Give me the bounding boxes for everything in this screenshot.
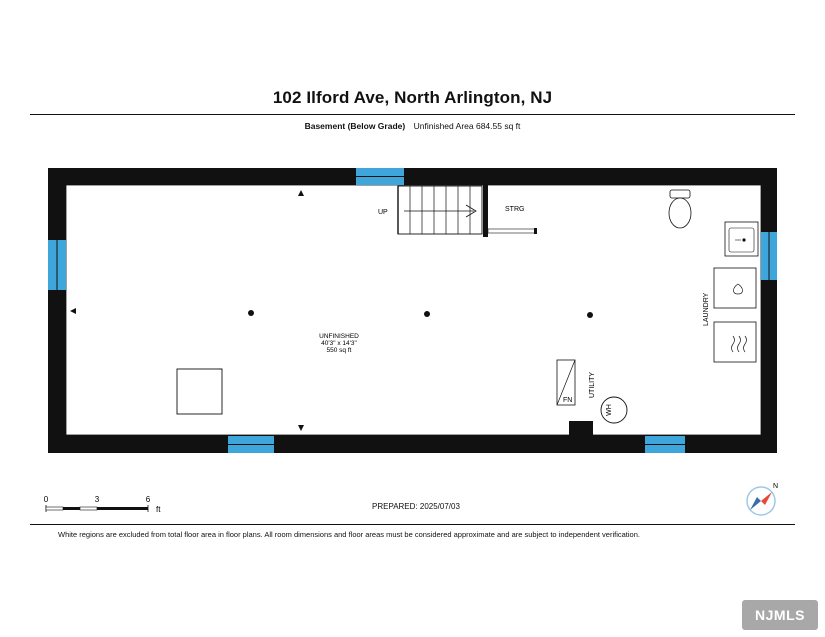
mls-logo: NJMLS bbox=[742, 600, 818, 630]
furnace-label: FN bbox=[563, 397, 572, 404]
scale-tick-0: 0 bbox=[44, 495, 49, 504]
sink-icon bbox=[724, 221, 759, 257]
compass-icon: N bbox=[746, 483, 778, 516]
room-dimensions: 40'3" x 14'3" bbox=[321, 340, 357, 347]
washer-icon bbox=[713, 267, 757, 309]
utility-label: UTILITY bbox=[589, 372, 596, 398]
stairs-label: UP bbox=[378, 209, 388, 216]
windows bbox=[48, 168, 777, 453]
plan-subtitle: Basement (Below Grade) Unfinished Area 6… bbox=[0, 121, 825, 131]
plan-title: 102 Ilford Ave, North Arlington, NJ bbox=[272, 88, 553, 107]
scale-unit: ft bbox=[156, 505, 161, 514]
disclaimer-text: White regions are excluded from total fl… bbox=[58, 530, 640, 539]
compass-north-label: N bbox=[773, 483, 778, 490]
scale-tick-3: 3 bbox=[95, 495, 100, 504]
room-area: 550 sq ft bbox=[327, 347, 352, 354]
staircase bbox=[397, 185, 488, 237]
water-heater-label: WH bbox=[606, 404, 613, 416]
support-columns bbox=[248, 310, 593, 318]
toilet-icon bbox=[668, 189, 692, 229]
footer-divider bbox=[30, 524, 795, 525]
laundry-label: LAUNDRY bbox=[703, 292, 710, 326]
chimney-stack bbox=[569, 421, 593, 436]
area-text: Unfinished Area 684.55 sq ft bbox=[413, 121, 521, 131]
storage-partition bbox=[487, 228, 537, 234]
logo-text: NJMLS bbox=[755, 607, 805, 623]
dryer-icon bbox=[713, 321, 757, 363]
title-divider bbox=[30, 114, 795, 115]
level-name: Basement (Below Grade) bbox=[304, 121, 406, 131]
scale-tick-6: 6 bbox=[146, 495, 151, 504]
scale-bar: 0 3 6 ft bbox=[44, 495, 161, 514]
floor-box bbox=[176, 368, 223, 415]
furnace-icon bbox=[556, 359, 576, 406]
dimension-markers bbox=[70, 190, 304, 431]
room-name: UNFINISHED bbox=[319, 333, 359, 340]
storage-label: STRG bbox=[505, 206, 524, 213]
water-heater-icon bbox=[600, 396, 628, 424]
prepared-date: PREPARED: 2025/07/03 bbox=[372, 502, 460, 511]
